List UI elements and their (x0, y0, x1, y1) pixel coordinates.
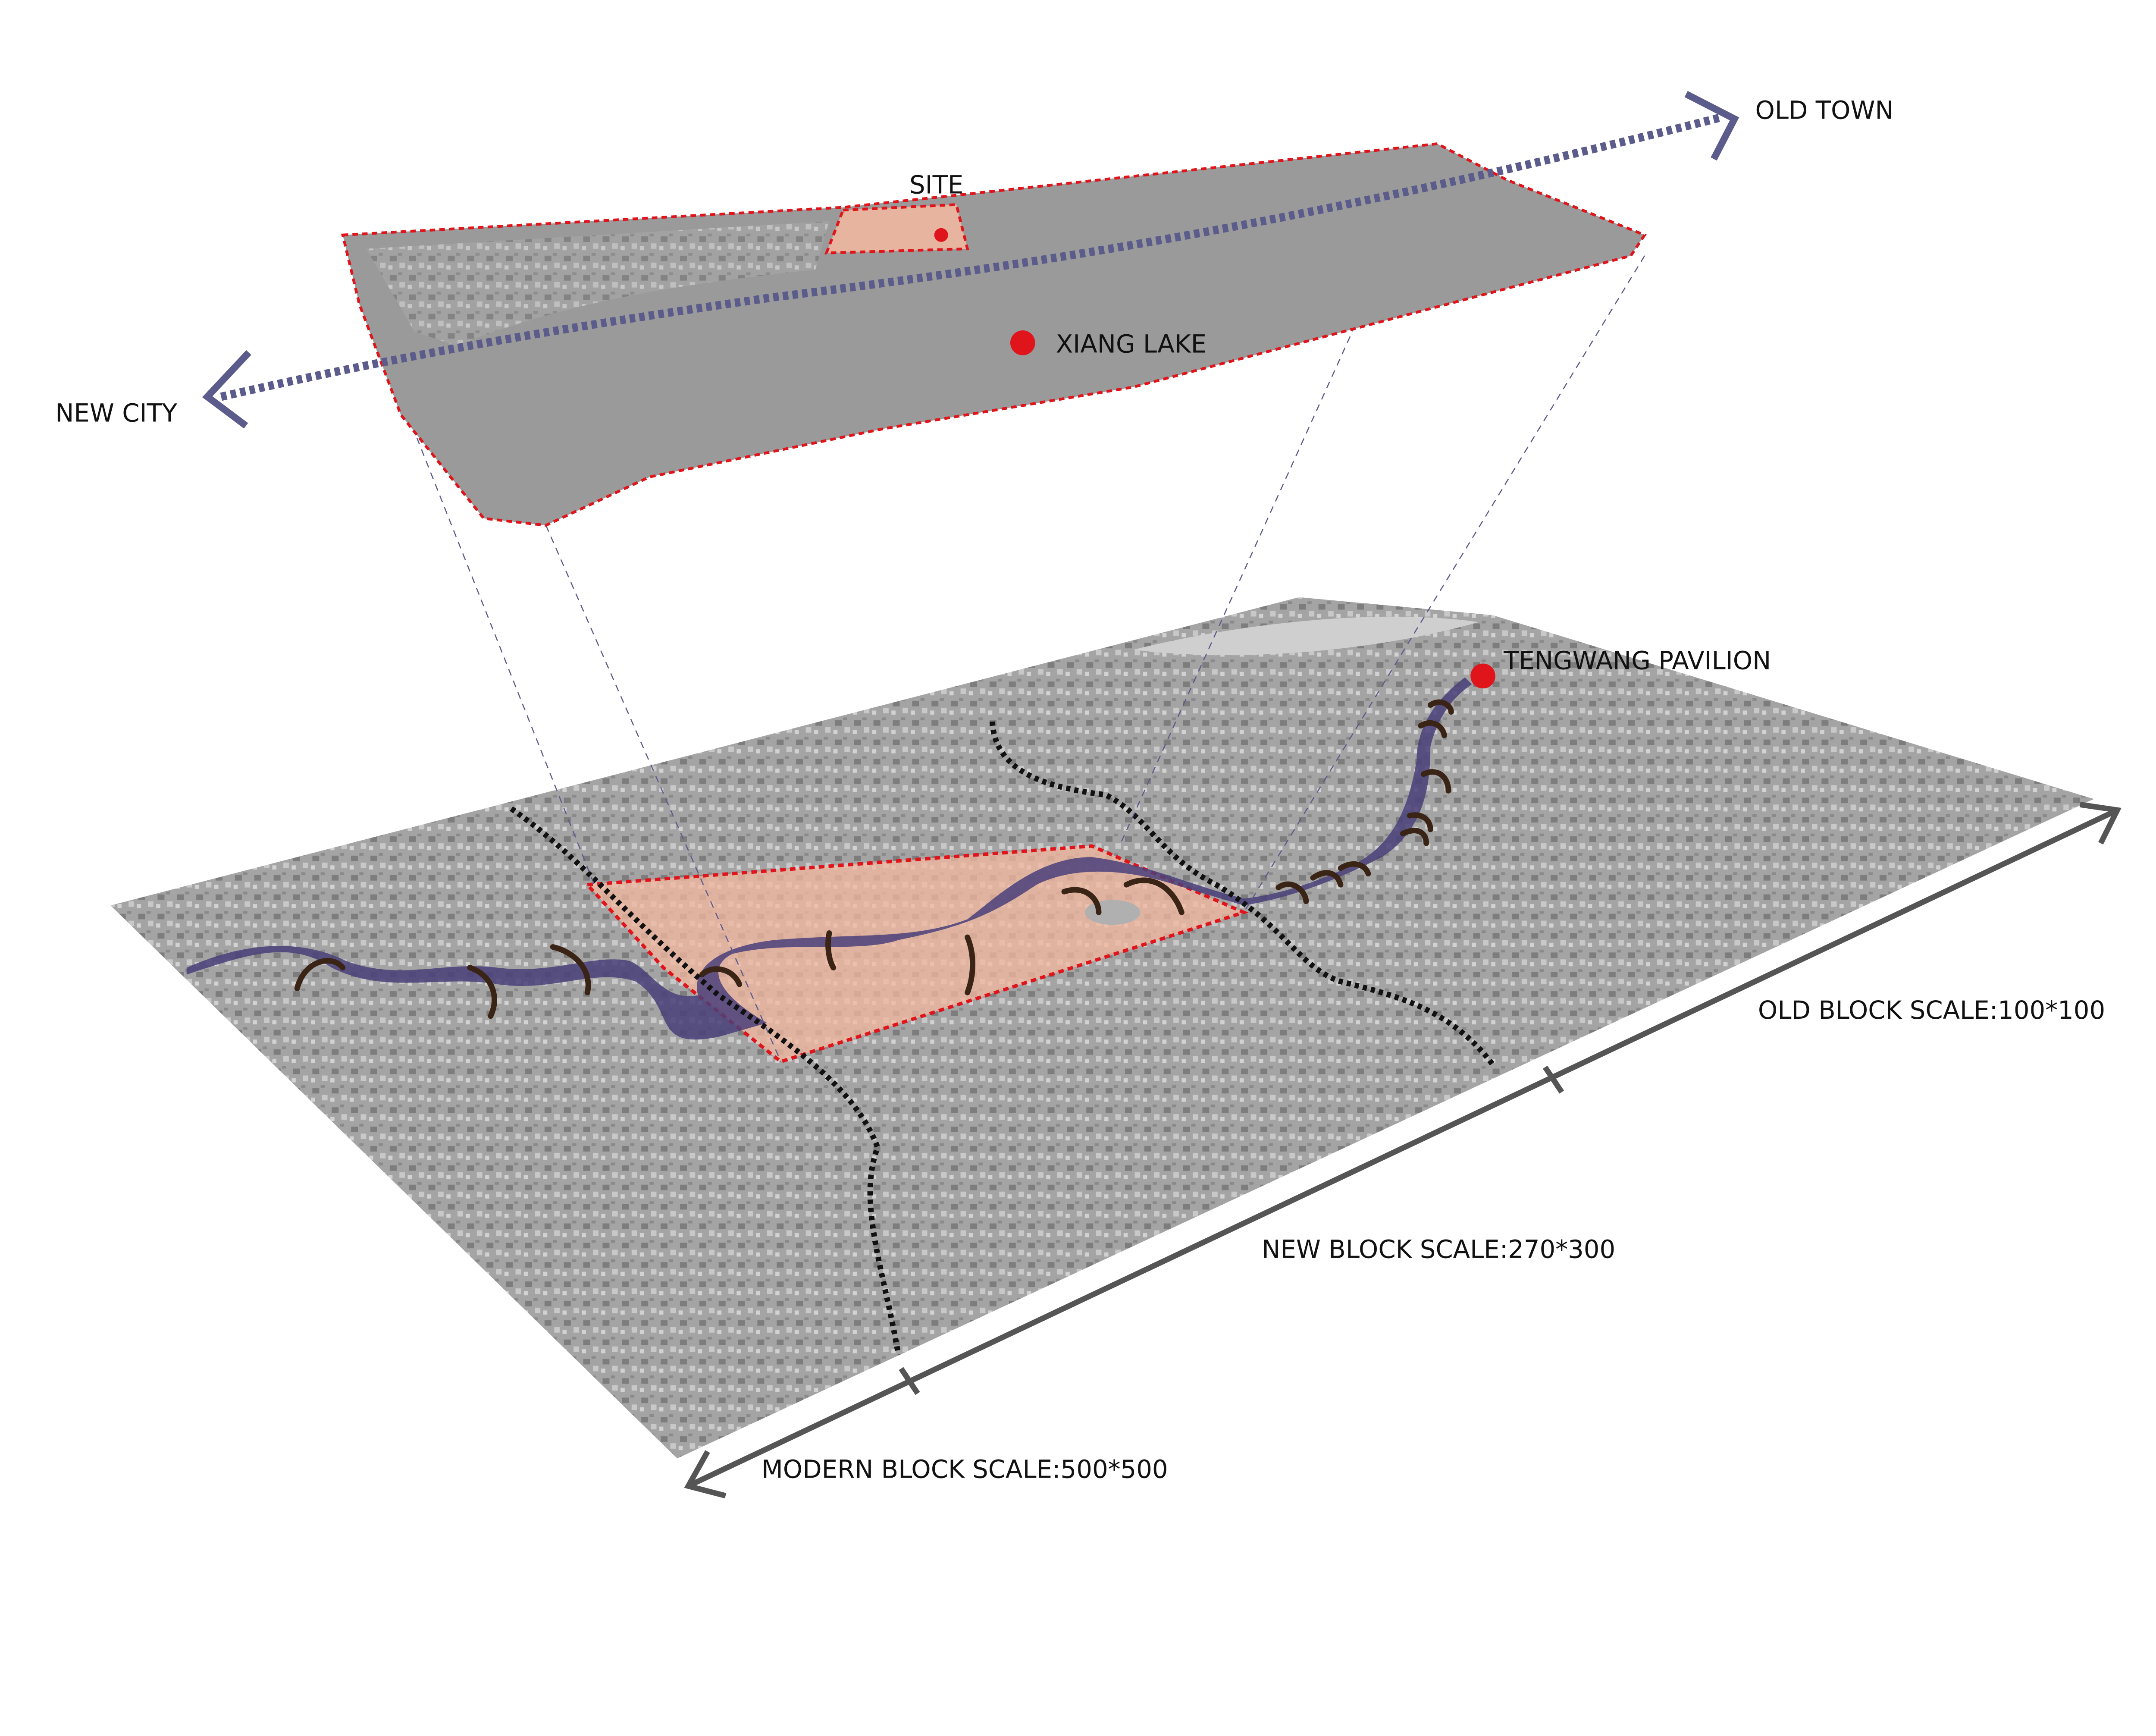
old-town-label: OLD TOWN (1755, 96, 1894, 125)
new-city-label: NEW CITY (55, 399, 178, 428)
gan-river (1133, 616, 1479, 655)
site-label: SITE (909, 170, 963, 200)
bridges (294, 699, 1454, 1019)
tengwang-pavilion-label: TENGWANG PAVILION (1503, 646, 1771, 675)
old-town-arrowhead-icon (1684, 91, 1739, 161)
site-area-top (824, 203, 969, 254)
site-area-map (583, 844, 1249, 1064)
tengwang-pavilion-marker (1470, 663, 1495, 689)
scale-line (684, 802, 2122, 1499)
lake-land-texture (366, 221, 830, 346)
old-block-scale-label: OLD BLOCK SCALE:100*100 (1758, 995, 2105, 1025)
new-block-scale-label: NEW BLOCK SCALE:270*300 (1262, 1235, 1615, 1264)
new-city-arrowhead-icon (202, 350, 251, 429)
modern-block-scale-label: MODERN BLOCK SCALE:500*500 (761, 1454, 1168, 1484)
block-boundaries (510, 721, 1495, 1356)
urban-analysis-diagram: SITE XIANG LAKE NEW CITY OLD TOWN TENGWA… (55, 91, 2122, 1499)
city-axis (220, 113, 1722, 401)
xiang-lake-marker (1010, 330, 1035, 355)
xiang-lake-label: XIANG LAKE (1056, 329, 1206, 358)
lake-island (1085, 900, 1141, 925)
site-marker (934, 228, 948, 242)
city-map-plane (110, 597, 2094, 1459)
